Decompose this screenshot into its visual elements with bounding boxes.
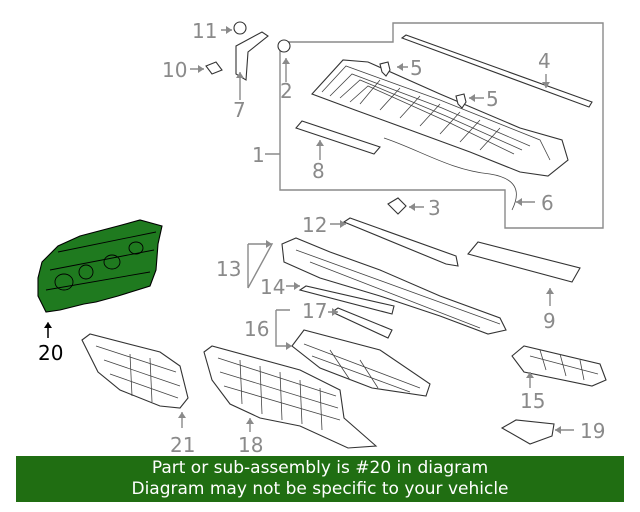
callout-16: 16: [244, 317, 269, 341]
callout-3: 3: [428, 196, 441, 220]
arrowhead-20: [44, 322, 52, 328]
arrowheads: [178, 26, 561, 434]
part-19-bracket[interactable]: [500, 419, 555, 445]
part-2-clip[interactable]: [277, 39, 291, 53]
callout-7: 7: [233, 98, 246, 122]
part-5-clip-lower[interactable]: [455, 93, 467, 109]
callout-5-lower: 5: [486, 87, 499, 111]
callout-15: 15: [520, 389, 545, 413]
callout-11: 11: [192, 19, 217, 43]
part-8-seal[interactable]: [295, 120, 381, 155]
info-banner: Part or sub-assembly is #20 in diagram D…: [16, 456, 624, 502]
part-1-cowl-panel[interactable]: [311, 59, 569, 177]
part-15-bracket[interactable]: [511, 345, 607, 387]
part-5-clip-upper[interactable]: [379, 61, 391, 77]
callout-9: 9: [543, 309, 556, 333]
part-9-panel[interactable]: [467, 241, 581, 283]
callout-12: 12: [302, 213, 327, 237]
callout-10: 10: [162, 58, 187, 82]
callout-20: 20: [38, 341, 63, 365]
callout-19: 19: [580, 419, 605, 443]
callout-8: 8: [312, 159, 325, 183]
parts-diagram: 11 10 7 2 1 8 5 5 4 6 3 12 13 14 9 17 16…: [37, 19, 607, 456]
callout-1: 1: [252, 143, 265, 167]
callout-14: 14: [260, 275, 285, 299]
part-16-assembly[interactable]: [291, 329, 431, 397]
callout-2: 2: [280, 79, 293, 103]
banner-line-2: Diagram may not be specific to your vehi…: [131, 479, 509, 499]
callout-5-upper: 5: [410, 56, 423, 80]
callout-17: 17: [302, 299, 327, 323]
part-7-bracket[interactable]: [235, 31, 269, 81]
banner-line-1: Part or sub-assembly is #20 in diagram: [151, 458, 489, 478]
part-11-grommet[interactable]: [233, 21, 247, 35]
group-1-box: [279, 22, 604, 229]
callout-4: 4: [538, 49, 551, 73]
part-12-panel[interactable]: [342, 217, 459, 267]
callout-13: 13: [216, 257, 241, 281]
part-14-seal[interactable]: [298, 285, 395, 315]
part-13-plenum[interactable]: [281, 237, 507, 335]
part-17-seal[interactable]: [330, 307, 393, 339]
callout-6: 6: [541, 191, 554, 215]
callout-21: 21: [170, 433, 195, 456]
part-3-bracket[interactable]: [387, 197, 407, 215]
callout-18: 18: [238, 433, 263, 456]
part-6-hose[interactable]: [383, 137, 517, 211]
part-10-fastener[interactable]: [205, 61, 223, 75]
part-18-dash-panel[interactable]: [203, 345, 378, 449]
part-21-insulator[interactable]: [81, 333, 189, 409]
part-20-highlighted[interactable]: [37, 219, 163, 313]
part-4-weatherstrip[interactable]: [400, 34, 593, 108]
